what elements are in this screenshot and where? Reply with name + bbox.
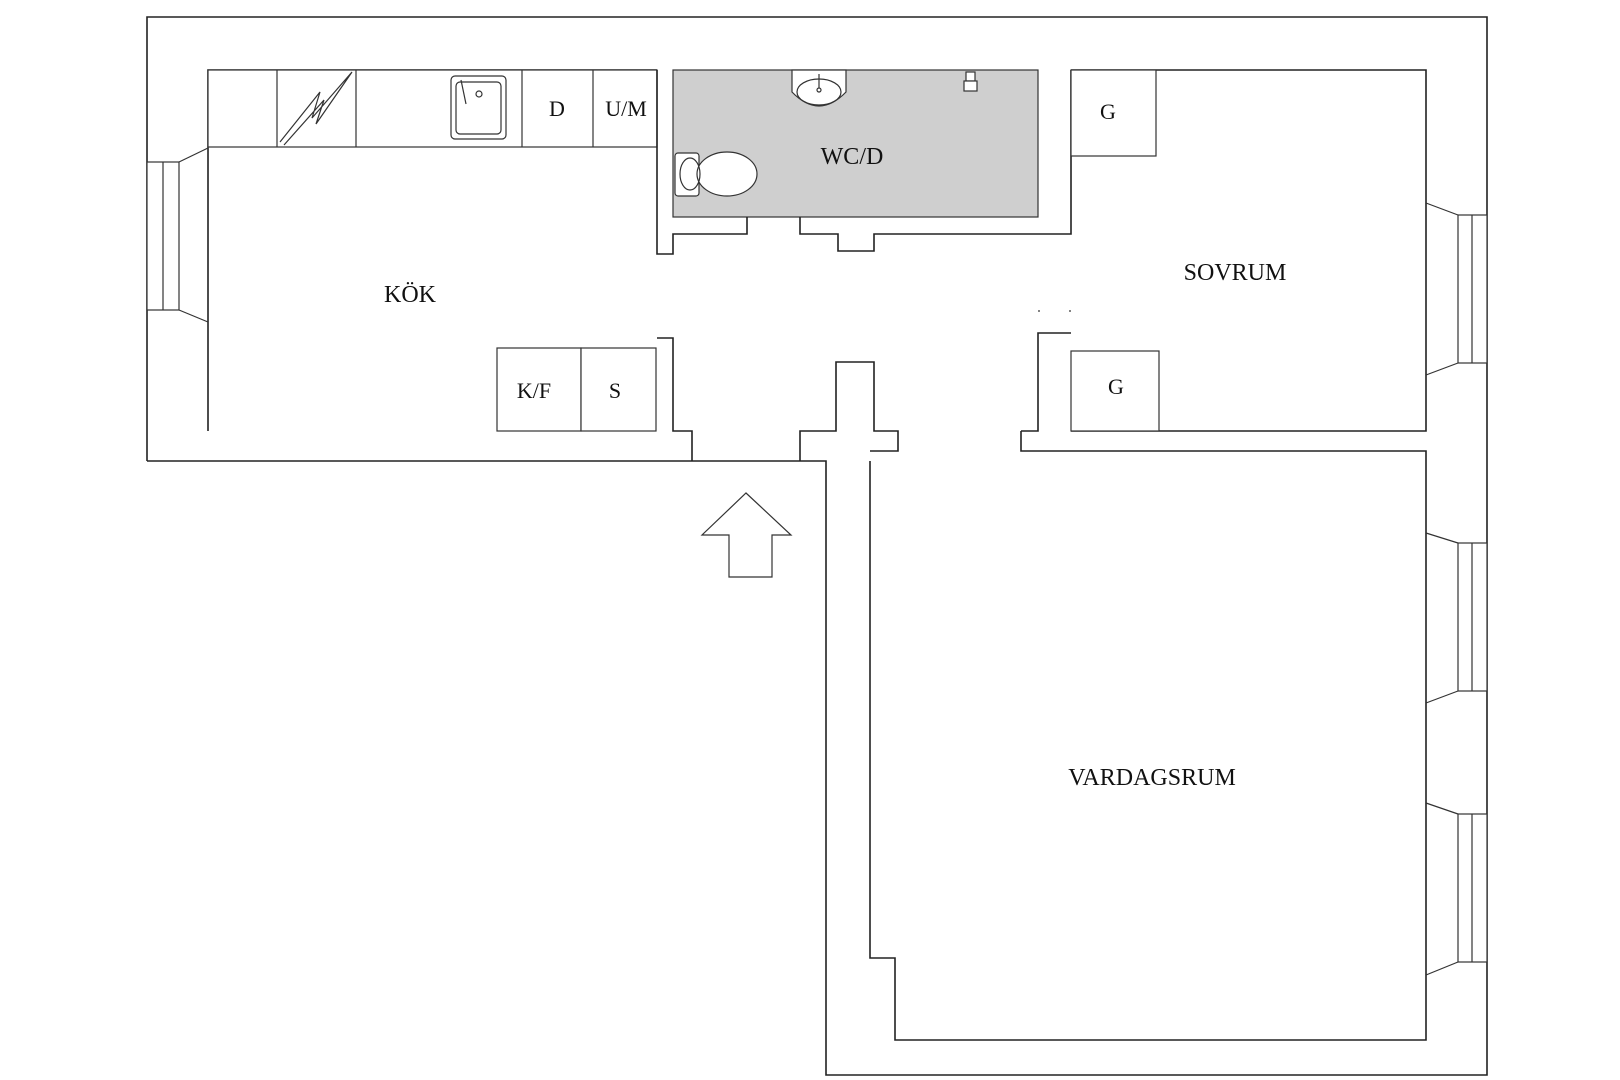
entrance-arrow-icon: [700, 492, 793, 578]
stove-icon: [279, 71, 353, 146]
kitchen-sink-icon: [450, 75, 507, 140]
fixture-label-wardrobe-top: G: [1100, 99, 1116, 124]
kitchen-lower-units: [496, 347, 657, 432]
fixture-label-wardrobe-bottom: G: [1108, 374, 1124, 399]
fixture-label-dishwasher: D: [549, 96, 565, 121]
window-living-lower: [1425, 802, 1488, 976]
fixture-label-cabinet: S: [609, 378, 621, 403]
fixture-label-fridge-freezer: K/F: [517, 378, 551, 403]
fixture-label-washer-dryer: U/M: [605, 96, 647, 121]
room-label-living-room: VARDAGSRUM: [1068, 765, 1236, 791]
window-bedroom: [1425, 202, 1488, 376]
room-label-kitchen: KÖK: [384, 282, 437, 308]
bedroom-wardrobes: [1070, 69, 1160, 432]
outer-walls: [146, 16, 1488, 1076]
window-kitchen: [146, 147, 209, 323]
kitchen-counter: [207, 69, 658, 148]
interior-walls: [656, 70, 1072, 461]
room-label-bathroom: WC/D: [821, 144, 884, 170]
shower-head-icon: [963, 71, 978, 92]
room-label-bedroom: SOVRUM: [1184, 260, 1287, 286]
toilet-icon: [674, 151, 758, 197]
window-living-upper: [1425, 532, 1488, 704]
washbasin-icon: [791, 69, 847, 107]
